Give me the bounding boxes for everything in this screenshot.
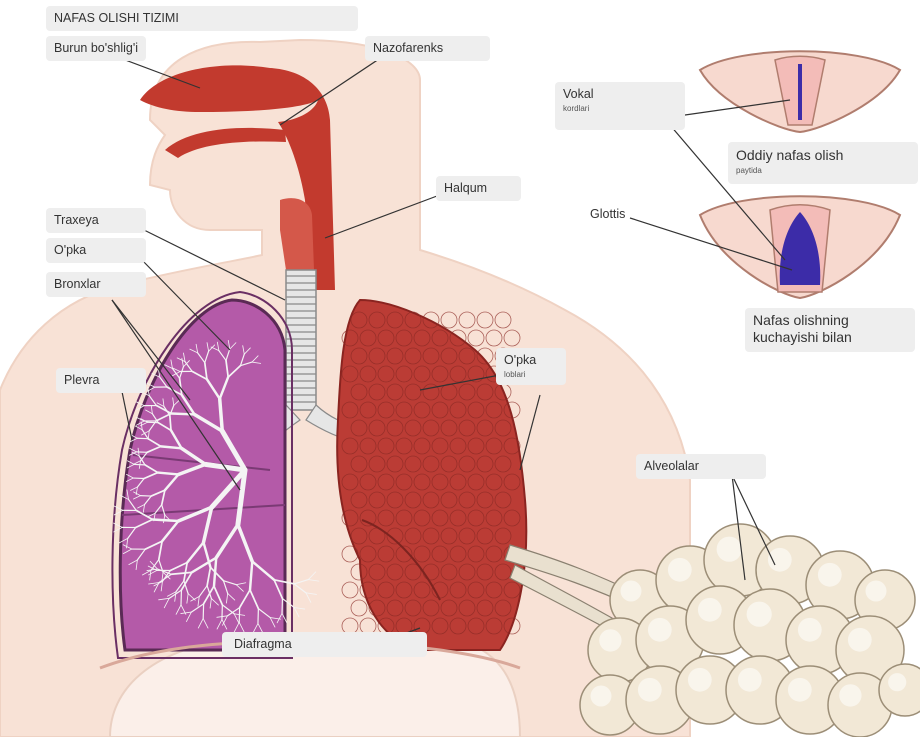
- label-larynx: Halqum: [436, 176, 521, 201]
- label-normal-breathing: Oddiy nafas olish paytida: [728, 142, 918, 184]
- label-diaphragm: Diafragma: [222, 632, 427, 657]
- larynx-normal: [700, 51, 900, 132]
- label-deep-breathing-line1: Nafas olishning: [753, 312, 907, 329]
- label-normal-breathing-sub: paytida: [736, 166, 910, 176]
- label-lung-lobes: O'pka loblari: [496, 348, 566, 385]
- diagram-title: NAFAS OLISHI TIZIMI: [46, 6, 358, 31]
- label-pleura: Plevra: [56, 368, 146, 393]
- label-vocal-cords: Vokal kordlari: [555, 82, 685, 130]
- label-alveoli: Alveolalar: [636, 454, 766, 479]
- label-lung-lobes-main: O'pka: [504, 353, 536, 367]
- label-deep-breathing: Nafas olishning kuchayishi bilan: [745, 308, 915, 352]
- label-nasal-cavity: Burun bo'shlig'i: [46, 36, 146, 61]
- larynx-deep: [700, 196, 900, 298]
- label-vocal-cords-sub: kordlari: [563, 104, 677, 114]
- label-vocal-cords-main: Vokal: [563, 87, 594, 101]
- label-trachea: Traxeya: [46, 208, 146, 233]
- label-lung-lobes-sub: loblari: [504, 370, 558, 380]
- larynx: [280, 198, 314, 270]
- label-lung-left: O'pka: [46, 238, 146, 263]
- label-nasopharynx: Nazofarenks: [365, 36, 490, 61]
- label-glottis: Glottis: [582, 202, 633, 227]
- label-deep-breathing-line2: kuchayishi bilan: [753, 329, 907, 346]
- label-bronchi: Bronxlar: [46, 272, 146, 297]
- label-normal-breathing-main: Oddiy nafas olish: [736, 147, 843, 163]
